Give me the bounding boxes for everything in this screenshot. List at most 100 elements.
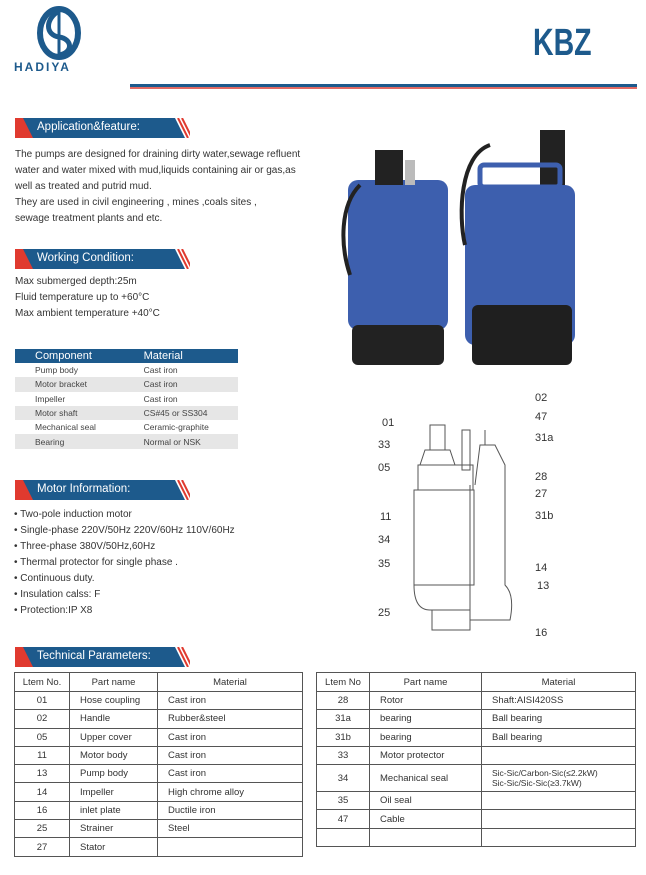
table-cell: Motor bracket — [15, 377, 124, 392]
diagram-label: 16 — [535, 627, 547, 639]
table-cell — [157, 837, 303, 857]
table-cell: 11 — [14, 745, 70, 766]
col-header: Part name — [69, 672, 158, 692]
table-cell: 27 — [14, 837, 70, 857]
model-title: KBZ — [533, 22, 592, 64]
pump-cross-section-diagram: 02 47 01 31a 33 05 28 27 11 31b 34 35 14… — [378, 392, 554, 639]
table-cell: 47 — [316, 809, 370, 829]
diagram-label: 31a — [535, 432, 554, 444]
table-row: Mechanical seal Ceramic-graphite — [15, 420, 238, 434]
table-cell: 33 — [316, 745, 370, 766]
table-cell: bearing — [369, 709, 482, 729]
table-cell: Shaft:AISI420SS — [481, 690, 636, 711]
table-cell: Bearing — [15, 434, 124, 449]
diagram-label: 34 — [378, 534, 390, 546]
col-header: Material — [481, 672, 636, 692]
table-cell: Cast iron — [157, 764, 303, 784]
table-cell — [481, 809, 636, 829]
table-cell — [481, 791, 636, 811]
list-item: Protection:IP X8 — [14, 603, 235, 619]
table-cell: Cast iron — [157, 690, 303, 711]
table-cell: Cable — [369, 809, 482, 829]
table-cell: Cast iron — [123, 377, 238, 392]
table-cell: Ductile iron — [157, 800, 303, 821]
table-cell: Sic-Sic/Carbon-Sic(≤2.2kW) Sic-Sic/Sic-S… — [481, 764, 636, 793]
table-cell — [369, 827, 482, 848]
col-header: Ltem No — [316, 672, 370, 692]
list-item: Two-pole induction motor — [14, 507, 235, 523]
table-cell: Upper cover — [69, 727, 158, 747]
table-cell: Cast iron — [143, 393, 178, 404]
table-cell: Mechanical seal — [369, 764, 482, 793]
diagram-label: 27 — [535, 488, 547, 500]
section-header-application: Application&feature: — [15, 118, 190, 138]
table-cell: Motor body — [69, 745, 158, 766]
table-cell: Steel — [157, 819, 303, 839]
table-cell: 31b — [316, 727, 370, 747]
table-cell: Oil seal — [369, 791, 482, 811]
section-header-working: Working Condition: — [15, 249, 190, 269]
table-cell: Motor protector — [369, 745, 482, 766]
diagram-label: 35 — [378, 558, 390, 570]
text-line: sewage treatment plants and etc. — [15, 213, 163, 224]
table-cell: CS#45 or SS304 — [123, 405, 238, 421]
text-line: Max ambient temperature +40°C — [15, 308, 160, 319]
table-cell: Rubber&steel — [157, 709, 303, 729]
text-line: The pumps are designed for draining dirt… — [15, 149, 301, 160]
diagram-label: 47 — [535, 411, 547, 423]
col-header: Material — [157, 672, 303, 692]
diagram-label: 13 — [537, 580, 549, 592]
table-cell: 28 — [316, 690, 370, 711]
col-header: Ltem No. — [14, 672, 70, 692]
table-cell: 16 — [14, 800, 70, 821]
table-cell: Mechanical seal — [35, 422, 96, 433]
brand-name: HADIYA — [14, 60, 71, 74]
table-cell: Cast iron — [143, 365, 178, 376]
table-cell — [316, 827, 370, 848]
table-cell: Ball bearing — [481, 727, 636, 747]
table-cell: 01 — [14, 690, 70, 711]
table-cell: Hose coupling — [69, 690, 158, 711]
table-cell: 31a — [316, 709, 370, 729]
table-cell: 35 — [316, 791, 370, 811]
table-cell: Handle — [69, 709, 158, 729]
table-cell — [481, 745, 636, 766]
table-cell: 13 — [14, 764, 70, 784]
hadiya-logo — [37, 6, 81, 60]
working-text: Max submerged depth:25m Fluid temperatur… — [15, 274, 160, 322]
col-header: Part name — [369, 672, 482, 692]
table-cell: Cast iron — [157, 745, 303, 766]
diagram-label: 31b — [535, 510, 553, 522]
table-cell — [481, 827, 636, 848]
diagram-label: 02 — [535, 392, 547, 404]
section-header-motor: Motor Information: — [15, 480, 190, 500]
table-row — [316, 827, 636, 848]
table-cell: Motor shaft — [15, 405, 124, 421]
table-cell: Ceramic-graphite — [143, 422, 209, 433]
list-item: Three-phase 380V/50Hz,60Hz — [14, 539, 235, 555]
table-cell: Rotor — [369, 690, 482, 711]
table-cell: Ball bearing — [481, 709, 636, 729]
section-title: Motor Information: — [37, 483, 131, 495]
section-header-technical: Technical Parameters: — [15, 647, 190, 667]
table-cell: Pump body — [35, 365, 78, 376]
text-line: They are used in civil engineering , min… — [15, 197, 257, 208]
text-line: water and water mixed with mud,liquids c… — [15, 165, 296, 176]
motor-info-list: Two-pole induction motor Single-phase 22… — [14, 507, 235, 619]
